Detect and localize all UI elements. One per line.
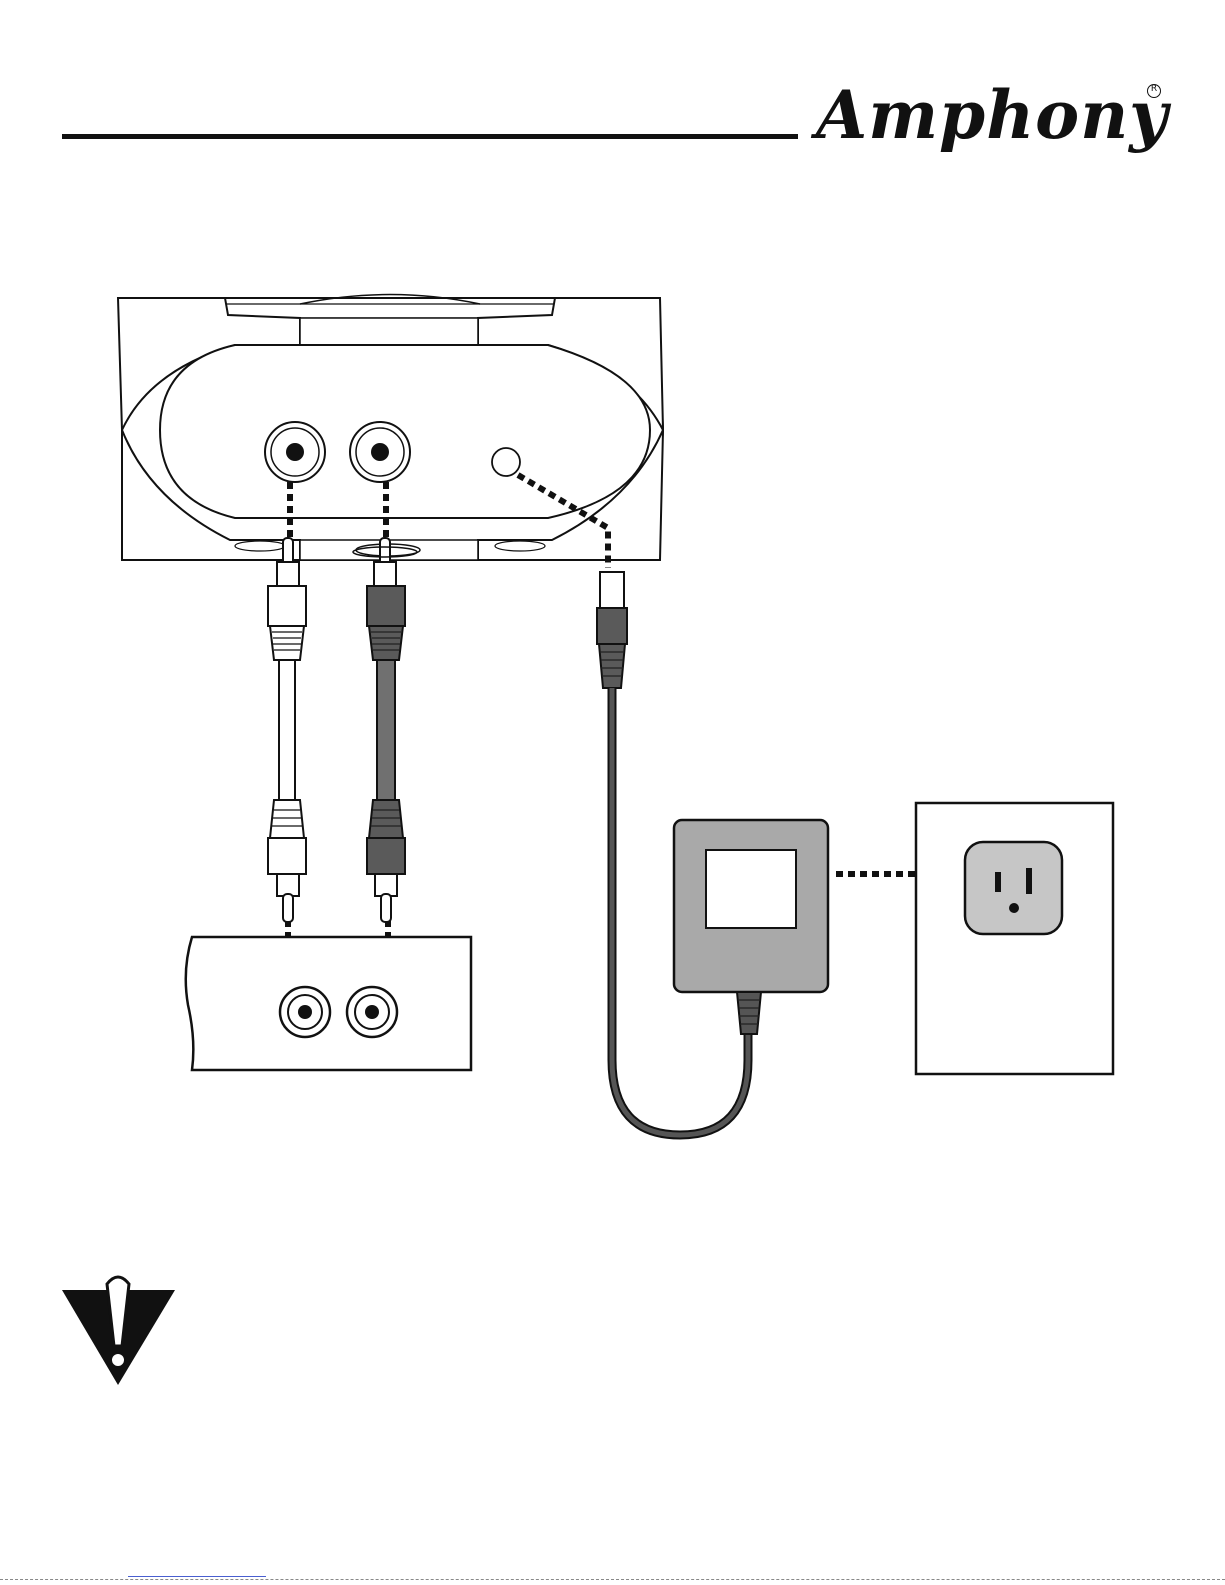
- rca-plug-pin-bottom: [283, 894, 293, 922]
- adapter-strain-relief: [737, 992, 761, 1034]
- rca-plug-strain-bottom: [270, 800, 304, 838]
- dc-plug-tip: [600, 572, 624, 608]
- rca-plug-strain-top: [270, 626, 304, 660]
- rca-plug-body-bottom: [268, 838, 306, 874]
- receiver-rca-jack-left: [265, 422, 325, 482]
- dc-power-plug: [597, 572, 627, 688]
- rca-gray-plug-body-top: [367, 586, 405, 626]
- footer-link-underline[interactable]: [128, 1576, 266, 1577]
- rca-plug-collar-bottom: [277, 874, 299, 896]
- rca-wire-gray: [377, 660, 395, 800]
- rca-gray-plug-body-bottom: [367, 838, 405, 874]
- footer-rule: [0, 1579, 1225, 1580]
- rca-wire-white: [279, 660, 295, 800]
- receiver-dc-jack: [492, 448, 520, 476]
- receiver-unit: [118, 295, 663, 561]
- rca-cable-gray: [353, 538, 417, 922]
- source-rca-jack-right: [347, 987, 397, 1037]
- adapter-label-panel: [706, 850, 796, 928]
- outlet-ground-hole: [1009, 903, 1019, 913]
- rca-plug-collar-top: [277, 562, 299, 586]
- power-adapter: [674, 820, 828, 1034]
- receiver-rca-jack-right: [350, 422, 410, 482]
- warning-triangle-icon: [62, 1277, 175, 1385]
- outlet-slot-right: [1026, 868, 1032, 894]
- dc-plug-body: [597, 608, 627, 644]
- receiver-oval-panel: [160, 345, 650, 518]
- rca-cable-white: [268, 538, 306, 922]
- rca-plug-body-top: [268, 586, 306, 626]
- outlet-slot-left: [995, 872, 1001, 892]
- source-rca-jack-left: [280, 987, 330, 1037]
- wall-outlet: [916, 803, 1113, 1074]
- outlet-receptacle: [965, 842, 1062, 934]
- audio-source-device: [186, 937, 471, 1070]
